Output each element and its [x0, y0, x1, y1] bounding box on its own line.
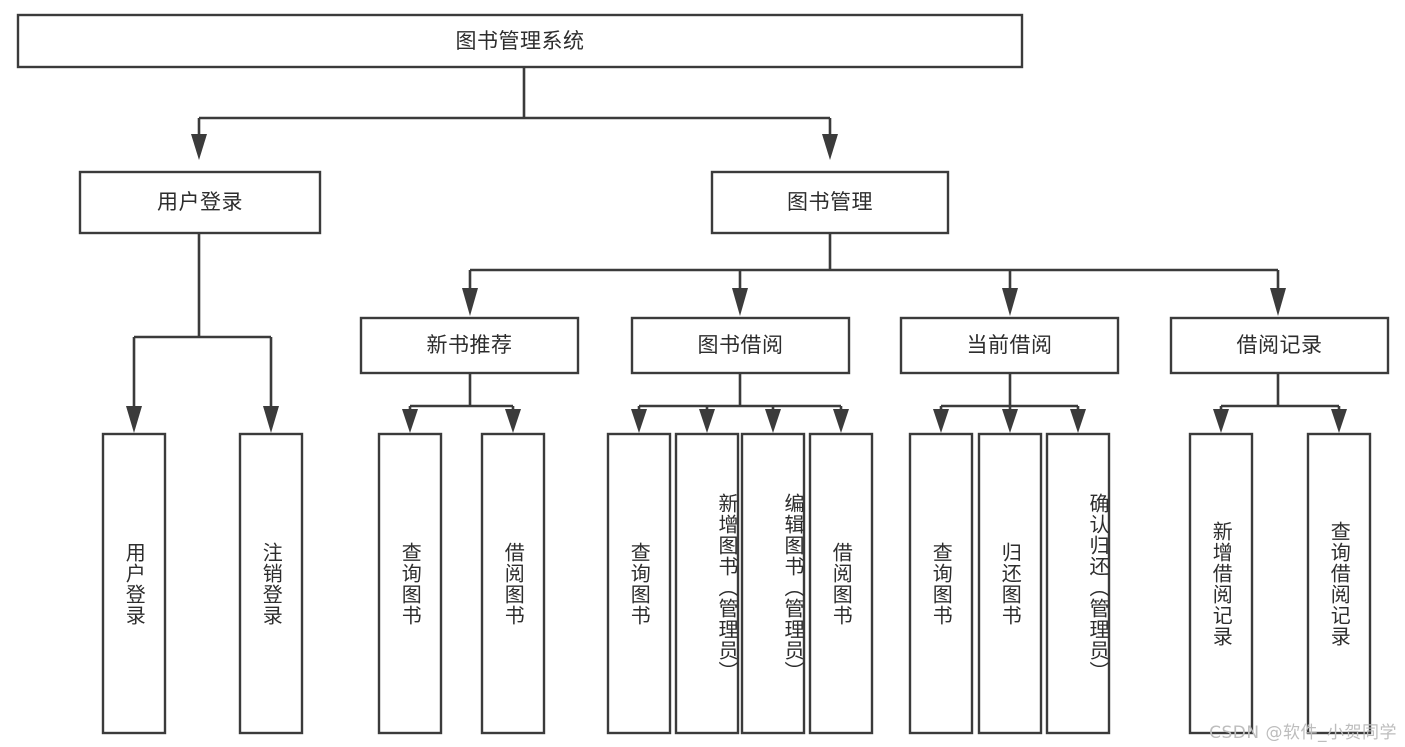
node-box-current-borrow[interactable]	[899, 316, 1120, 375]
node-box-leaf-9[interactable]	[908, 432, 974, 735]
arrow-to-leaf-8	[833, 409, 849, 433]
arrow-to-leaf-4	[505, 409, 521, 433]
node-box-borrow-record[interactable]	[1169, 316, 1390, 375]
node-box-leaf-4[interactable]	[480, 432, 546, 735]
arrow-to-leaf-9	[933, 409, 949, 433]
node-box-leaf-13[interactable]	[1306, 432, 1372, 735]
arrow-to-leaf-6	[699, 409, 715, 433]
arrow-to-leaf-1	[126, 406, 142, 433]
node-box-leaf-2[interactable]	[238, 432, 304, 735]
node-box-root[interactable]	[16, 13, 1024, 69]
arrow-to-leaf-13	[1331, 409, 1347, 433]
arrow-to-leaf-11	[1070, 409, 1086, 433]
node-box-leaf-11[interactable]	[1045, 432, 1111, 735]
arrow-to-leaf-12	[1213, 409, 1229, 433]
arrow-to-leaf-3	[402, 409, 418, 433]
node-box-leaf-8[interactable]	[808, 432, 874, 735]
arrow-to-borrow-record	[1270, 288, 1286, 316]
node-box-leaf-7[interactable]	[740, 432, 806, 735]
arrow-to-leaf-10	[1002, 409, 1018, 433]
node-box-user-login[interactable]	[78, 170, 322, 235]
node-box-new-book-recommend[interactable]	[359, 316, 580, 375]
arrow-to-current-borrow	[1002, 288, 1018, 316]
arrow-to-book-mgmt	[822, 134, 838, 160]
node-box-leaf-5[interactable]	[606, 432, 672, 735]
node-box-leaf-10[interactable]	[977, 432, 1043, 735]
node-box-book-management[interactable]	[710, 170, 950, 235]
node-box-leaf-6[interactable]	[674, 432, 740, 735]
arrow-to-leaf-5	[631, 409, 647, 433]
arrow-to-book-borrow	[732, 288, 748, 316]
watermark-text: CSDN @软件_小贺同学	[1209, 723, 1397, 743]
arrow-to-leaf-7	[765, 409, 781, 433]
node-box-leaf-12[interactable]	[1188, 432, 1254, 735]
node-box-book-borrow[interactable]	[630, 316, 851, 375]
node-box-leaf-1[interactable]	[101, 432, 167, 735]
arrow-to-user-login	[191, 134, 207, 160]
arrow-to-new-book	[462, 288, 478, 316]
arrow-to-leaf-2	[263, 406, 279, 433]
node-box-leaf-3[interactable]	[377, 432, 443, 735]
